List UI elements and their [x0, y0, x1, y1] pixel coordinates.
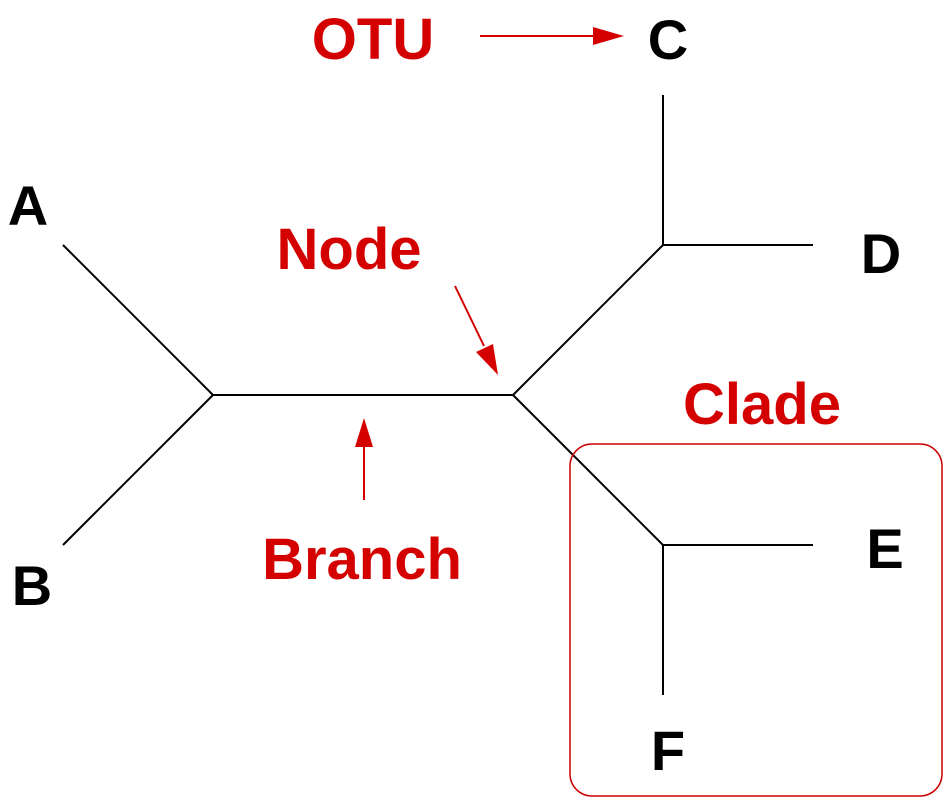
leaf-label-e: E: [866, 517, 903, 580]
node-arrow: [454, 285, 498, 375]
leaf-label-c: C: [648, 8, 688, 71]
branch-to-a: [62, 244, 214, 396]
otu-arrow: [480, 27, 624, 45]
leaf-label-a: A: [8, 174, 48, 237]
branch-label: Branch: [262, 527, 462, 592]
tree-branches: [62, 95, 813, 695]
branch-to-b: [62, 394, 214, 546]
clade-box: [569, 443, 943, 797]
branch-arrow: [355, 418, 373, 500]
leaf-label-f: F: [651, 719, 685, 782]
branch-to-ef-node: [512, 394, 664, 546]
otu-label: OTU: [312, 7, 434, 72]
leaf-label-d: D: [861, 222, 901, 285]
node-label: Node: [277, 217, 422, 282]
annotation-arrows: [355, 27, 624, 500]
leaf-labels: A B C D E F: [8, 8, 904, 782]
clade-label: Clade: [683, 372, 841, 437]
annotation-labels: OTU Node Branch Clade: [262, 7, 841, 592]
branch-to-cd-node: [512, 244, 664, 396]
leaf-label-b: B: [12, 554, 52, 617]
